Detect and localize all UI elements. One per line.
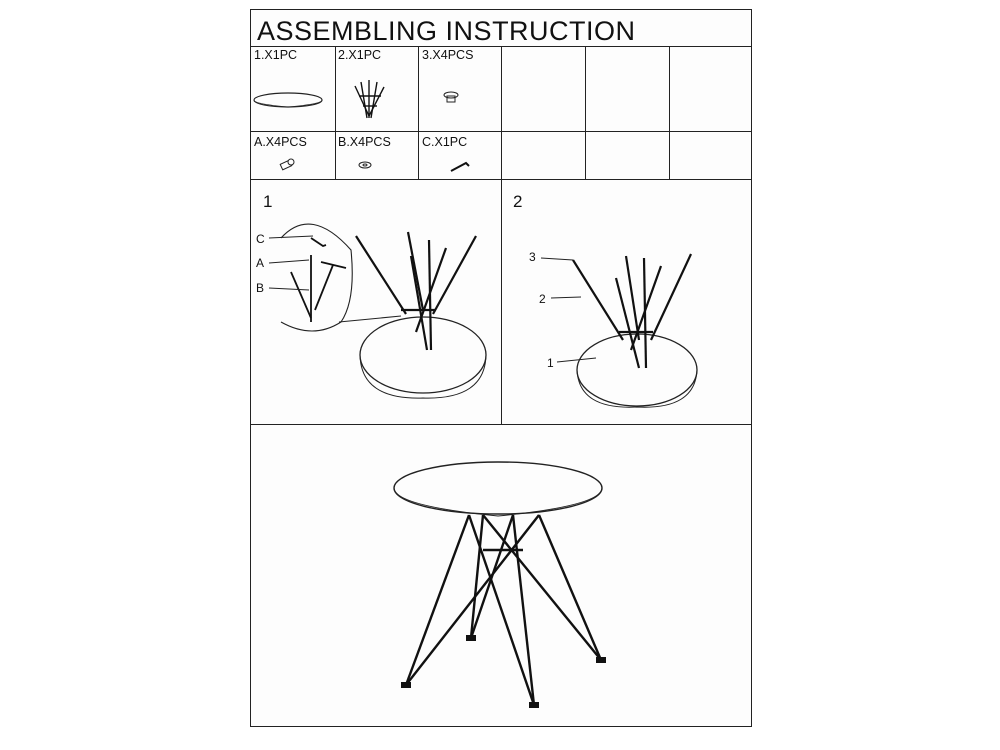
leg-frame-icon [354, 80, 385, 119]
step-number: 1 [263, 192, 273, 211]
divider [251, 424, 751, 425]
screw-icon [279, 158, 295, 171]
callout-label: C [256, 232, 265, 246]
divider [335, 46, 336, 179]
step-1-illustration [268, 223, 487, 399]
assembled-table-illustration [393, 461, 606, 708]
divider [669, 46, 670, 179]
part-label: 3.X4PCS [422, 48, 474, 62]
callout-label: 2 [539, 292, 546, 306]
part-label: 1.X1PC [254, 48, 298, 62]
washer-icon [358, 161, 372, 169]
hardware-label: B.X4PCS [338, 135, 391, 149]
parts-illustrations [253, 80, 470, 172]
allen-key-icon [450, 161, 470, 172]
tabletop-icon [253, 92, 323, 108]
hardware-label: A.X4PCS [254, 135, 307, 149]
divider [418, 46, 419, 179]
hardware-label: C.X1PC [422, 135, 468, 149]
instruction-sheet: ASSEMBLING INSTRUCTION 1.X1PC 2.X1PC 3.X… [250, 9, 752, 727]
callout-label: B [256, 281, 265, 295]
foot-cap-icon [443, 91, 459, 103]
part-label: 2.X1PC [338, 48, 382, 62]
callout-label: 1 [547, 356, 554, 370]
callout-label: 3 [529, 250, 536, 264]
callout-label: A [256, 256, 265, 270]
page-title: ASSEMBLING INSTRUCTION [257, 16, 636, 46]
step-number: 2 [513, 192, 523, 211]
step-2-illustration [540, 253, 698, 408]
divider [585, 46, 586, 179]
divider [501, 46, 502, 424]
